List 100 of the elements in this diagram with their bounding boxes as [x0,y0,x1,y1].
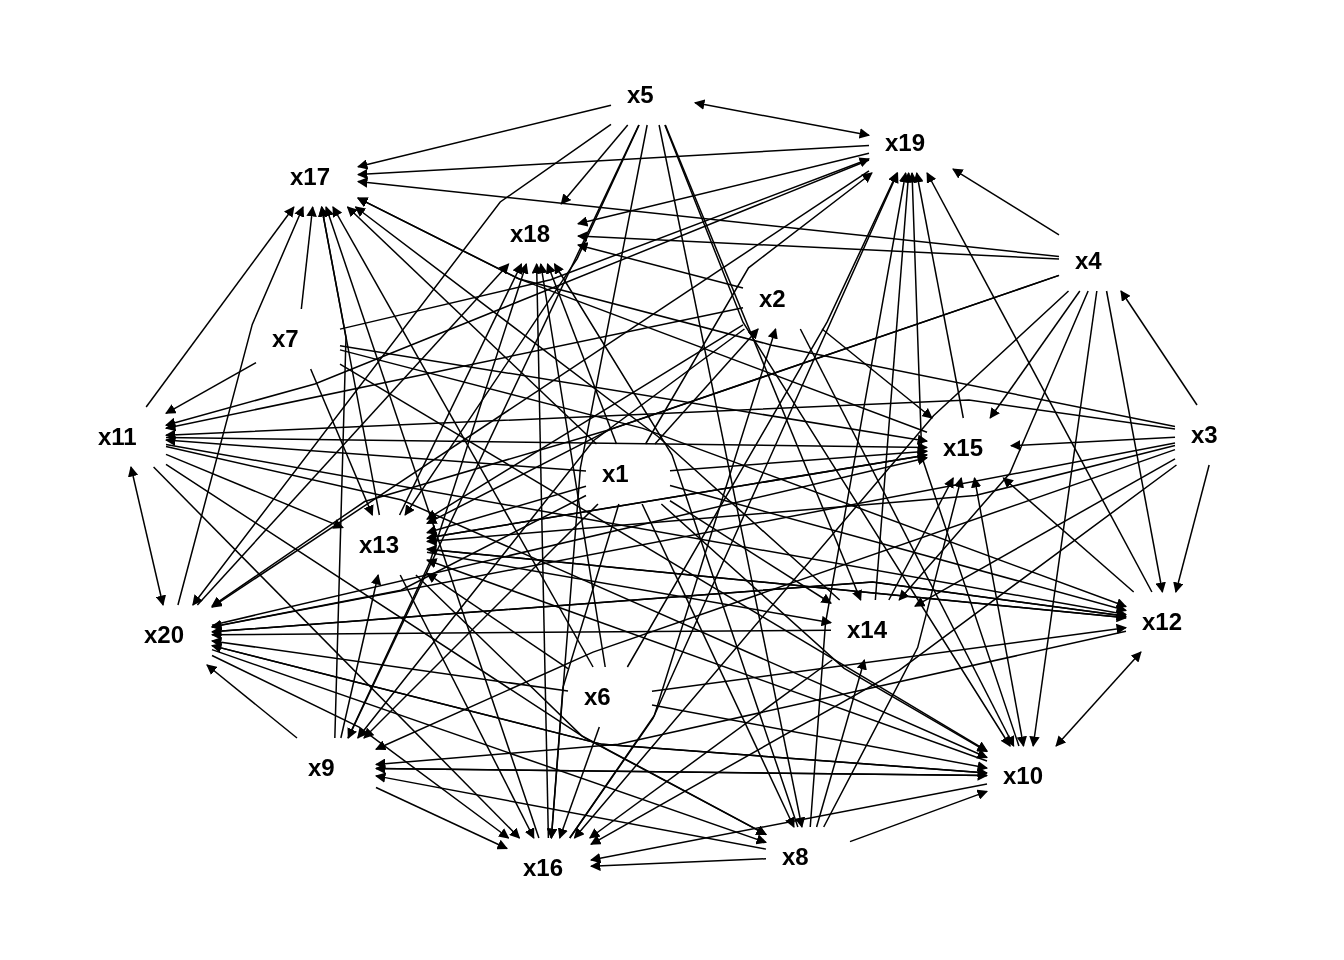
arrow [557,726,601,839]
arrow [573,290,1070,839]
arrow [426,558,988,762]
arrow [589,858,767,872]
arrow [339,363,988,752]
arrow [357,197,1176,428]
arrow [577,152,870,227]
arrow [1002,477,1135,593]
arrow [300,205,317,310]
arrow [425,444,1176,546]
arrow [164,399,1176,440]
arrow [426,551,833,627]
arrow [164,435,587,472]
arrow [165,453,344,529]
arrow [669,484,1127,614]
arrow [375,767,989,781]
arrow [356,177,1060,258]
arrow [210,637,569,692]
arrow [211,648,767,845]
arrow [211,654,510,839]
arrow [952,168,1060,236]
arrow [651,704,989,772]
arrow [324,206,540,839]
arrow [799,328,1015,747]
arrow [332,206,594,668]
arrow [693,99,871,139]
arrow [164,307,744,432]
arrow [318,205,347,739]
arrow [664,124,1011,747]
arrow [210,494,587,631]
arrow [898,290,1089,601]
arrow [357,197,928,433]
arrow [192,123,612,606]
arrow [546,263,618,445]
arrow [211,170,870,608]
arrow [821,328,933,419]
arrow [426,324,744,520]
arrow [815,659,867,828]
arrow [971,476,1027,748]
arrow [989,290,1081,419]
arrow [165,159,870,428]
arrow [914,458,1176,607]
arrow [568,328,778,839]
arrow [210,629,832,640]
arrow [363,503,599,739]
arrow [577,242,744,289]
arrow [357,104,612,170]
arrow [375,448,1176,751]
arrow [1009,436,1176,451]
arrow [641,503,795,828]
arrow [404,124,640,516]
arrow [426,572,569,670]
arrow [809,171,910,828]
arrow [669,500,832,604]
arrow [589,783,988,864]
arrow [415,574,767,836]
arrow [576,231,1060,260]
arrow [664,124,862,601]
arrow [375,786,508,850]
arrow [426,485,587,536]
arrow [347,263,529,739]
arrow [128,466,166,606]
arrow [1173,464,1210,593]
arrow [339,345,929,445]
arrow [346,206,598,445]
arrow [849,789,988,843]
arrow [660,503,988,753]
arrow [165,361,257,415]
arrow [339,349,1127,609]
arrow [339,157,870,330]
arrow [560,124,629,205]
arrow [211,274,1060,607]
arrow [347,124,640,739]
arrow [398,263,523,516]
arrow [374,630,1127,769]
arrow [913,171,965,419]
arrow [590,464,1178,846]
arrow [399,574,535,839]
arrow [374,772,767,850]
arrow [357,328,746,739]
arrow [644,172,873,445]
arrow [340,574,382,739]
arrow [165,436,929,453]
arrow [309,368,374,516]
arrow [145,206,295,408]
arrow [537,262,606,668]
arrow [874,171,914,601]
arrow [654,328,759,445]
arrow [669,446,929,472]
arrow [356,144,870,180]
arrow [1055,651,1142,747]
arrow [589,659,833,839]
arrow [907,171,1020,747]
arrow [165,445,988,759]
arrow [626,172,898,668]
arrow [651,623,1128,693]
arrow [1105,290,1166,594]
arrow [546,503,620,840]
arrow [196,263,510,606]
arrow [1120,290,1198,406]
